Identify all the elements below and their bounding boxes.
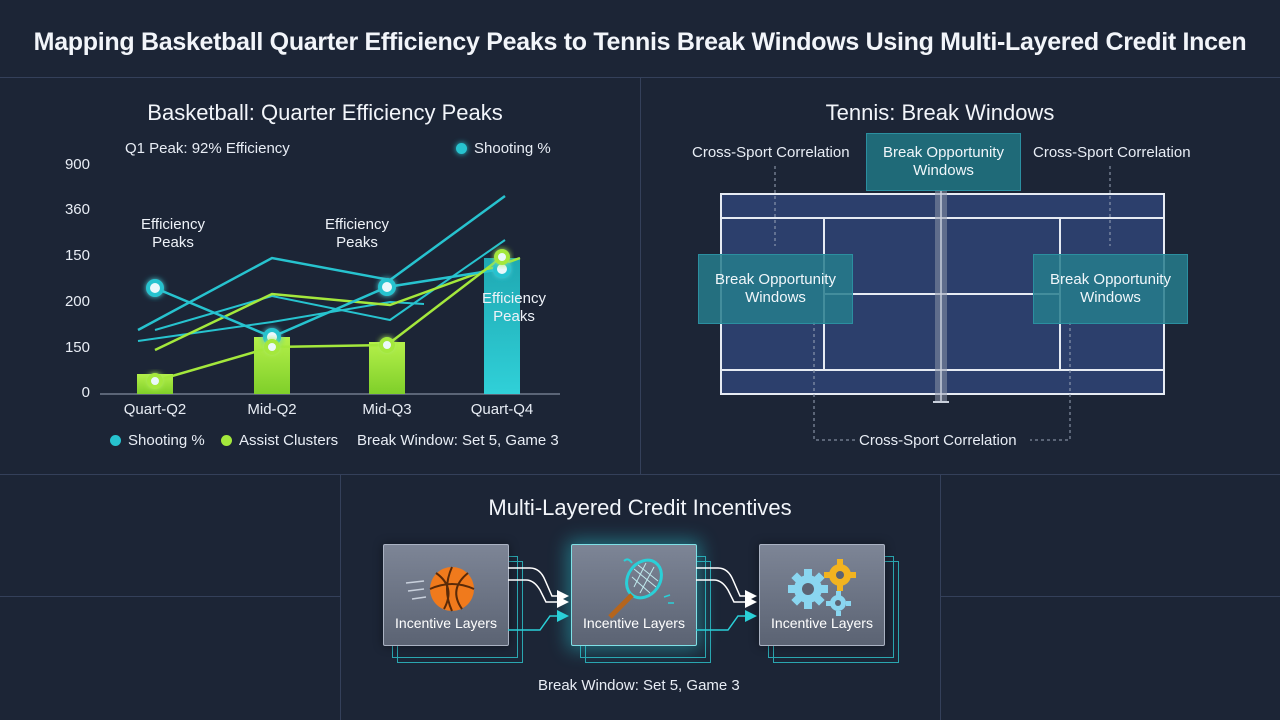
divider-middle xyxy=(0,474,1280,475)
bar-mid-q2 xyxy=(254,337,290,394)
legend-shooting-label: Shooting % xyxy=(128,432,205,449)
y-tick-label: 150 xyxy=(64,247,90,264)
x-tick-label: Quart-Q4 xyxy=(470,401,534,418)
bar-mid-q3 xyxy=(369,342,405,394)
cross-sport-correlation-bottom: Cross-Sport Correlation xyxy=(859,432,1017,449)
incentive-card-basketball[interactable]: Incentive Layers xyxy=(383,544,509,646)
break-window-box-right: Break Opportunity Windows xyxy=(1033,254,1188,324)
break-window-box-top-label: Break Opportunity Windows xyxy=(883,144,1004,179)
q1-peak-note: Q1 Peak: 92% Efficiency xyxy=(125,140,290,157)
legend-top-label: Shooting % xyxy=(474,140,551,157)
x-tick-label: Mid-Q2 xyxy=(247,401,297,418)
bar-quart-q4 xyxy=(484,258,520,394)
tennis-racket-icon xyxy=(608,558,674,619)
legend-shooting: Shooting % xyxy=(110,432,205,449)
marker-shooting xyxy=(263,328,281,346)
marker-shooting xyxy=(146,279,164,297)
tennis-panel-title: Tennis: Break Windows xyxy=(825,100,1055,125)
annotation-efficiency-1: Efficiency Peaks xyxy=(141,216,205,251)
bar-quart-q2 xyxy=(137,374,173,394)
credit-panel-title: Multi-Layered Credit Incentives xyxy=(488,495,792,520)
incentive-card-tennis[interactable]: Incentive Layers xyxy=(571,544,697,646)
y-tick-label: 900 xyxy=(64,156,90,173)
legend-assist-label: Assist Clusters xyxy=(239,432,339,449)
x-tick-label: Quart-Q2 xyxy=(123,401,187,418)
incentive-card-basketball-label: Incentive Layers xyxy=(395,615,497,631)
legend-top: Shooting % xyxy=(456,140,551,157)
divider-bottom-right-v xyxy=(940,474,941,720)
incentive-card-gears[interactable]: Incentive Layers xyxy=(759,544,885,646)
divider-bottom-left-v xyxy=(340,474,341,720)
legend-dot-shooting-bottom xyxy=(110,435,121,446)
y-tick-label: 200 xyxy=(64,293,90,310)
basketball-icon xyxy=(405,566,475,612)
incentive-card-gears-label: Incentive Layers xyxy=(771,615,873,631)
break-window-box-right-label: Break Opportunity Windows xyxy=(1050,271,1171,306)
cross-sport-correlation-right: Cross-Sport Correlation xyxy=(1033,144,1191,161)
y-tick-label: 360 xyxy=(64,201,90,218)
x-tick-label: Mid-Q3 xyxy=(362,401,412,418)
legend-dot-assist xyxy=(221,435,232,446)
break-window-note: Break Window: Set 5, Game 3 xyxy=(357,432,559,449)
break-window-box-top: Break Opportunity Windows xyxy=(866,133,1021,191)
series-line-assist-clusters xyxy=(154,256,503,383)
legend-assist: Assist Clusters xyxy=(221,432,338,449)
y-tick-label: 0 xyxy=(81,384,90,401)
marker-assist xyxy=(494,249,510,265)
annotation-efficiency-2: Efficiency Peaks xyxy=(325,216,389,251)
marker-shooting xyxy=(378,278,396,296)
legend-dot-shooting xyxy=(456,143,467,154)
divider-bottom-right xyxy=(940,596,1280,597)
trend-line-3 xyxy=(154,239,506,331)
incentive-card-tennis-label: Incentive Layers xyxy=(583,615,685,631)
marker-shooting xyxy=(493,260,511,278)
y-tick-label: 150 xyxy=(64,339,90,356)
marker-assist xyxy=(147,373,163,389)
cross-sport-correlation-left: Cross-Sport Correlation xyxy=(692,144,850,161)
annotation-efficiency-3: Efficiency Peaks xyxy=(482,290,546,325)
gears-icon xyxy=(788,559,856,616)
divider-bottom xyxy=(0,596,340,597)
basketball-panel-title: Basketball: Quarter Efficiency Peaks xyxy=(147,100,503,125)
divider-vertical xyxy=(640,77,641,474)
trend-line-2 xyxy=(137,300,425,342)
break-window-box-left: Break Opportunity Windows xyxy=(698,254,853,324)
marker-assist xyxy=(379,337,395,353)
series-line-shooting- xyxy=(154,267,503,339)
break-window-box-left-label: Break Opportunity Windows xyxy=(715,271,836,306)
credit-break-window-note: Break Window: Set 5, Game 3 xyxy=(538,677,740,694)
marker-assist xyxy=(264,339,280,355)
page-title: Mapping Basketball Quarter Efficiency Pe… xyxy=(33,28,1247,56)
